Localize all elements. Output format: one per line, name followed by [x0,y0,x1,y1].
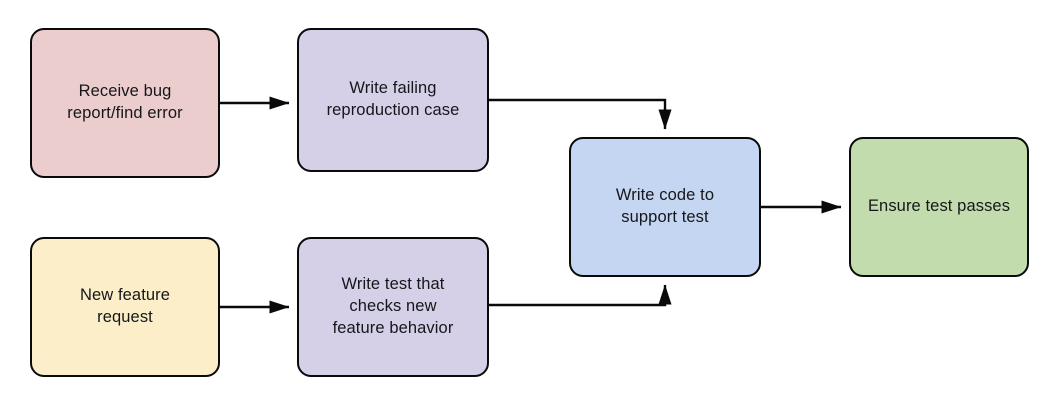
edge-write-test-to-write-code [489,284,672,307]
node-write-failing-reproduction-case[interactable]: Write failing reproduction case [297,28,489,172]
node-new-feature-request[interactable]: New feature request [30,237,220,377]
node-write-test-checks-new-feature[interactable]: Write test that checks new feature behav… [297,237,489,377]
node-receive-bug-report[interactable]: Receive bug report/find error [30,28,220,178]
node-ensure-test-passes[interactable]: Ensure test passes [849,137,1029,277]
node-write-code-to-support-test[interactable]: Write code to support test [569,137,761,277]
edge-reproduction-to-write-code [489,98,672,130]
